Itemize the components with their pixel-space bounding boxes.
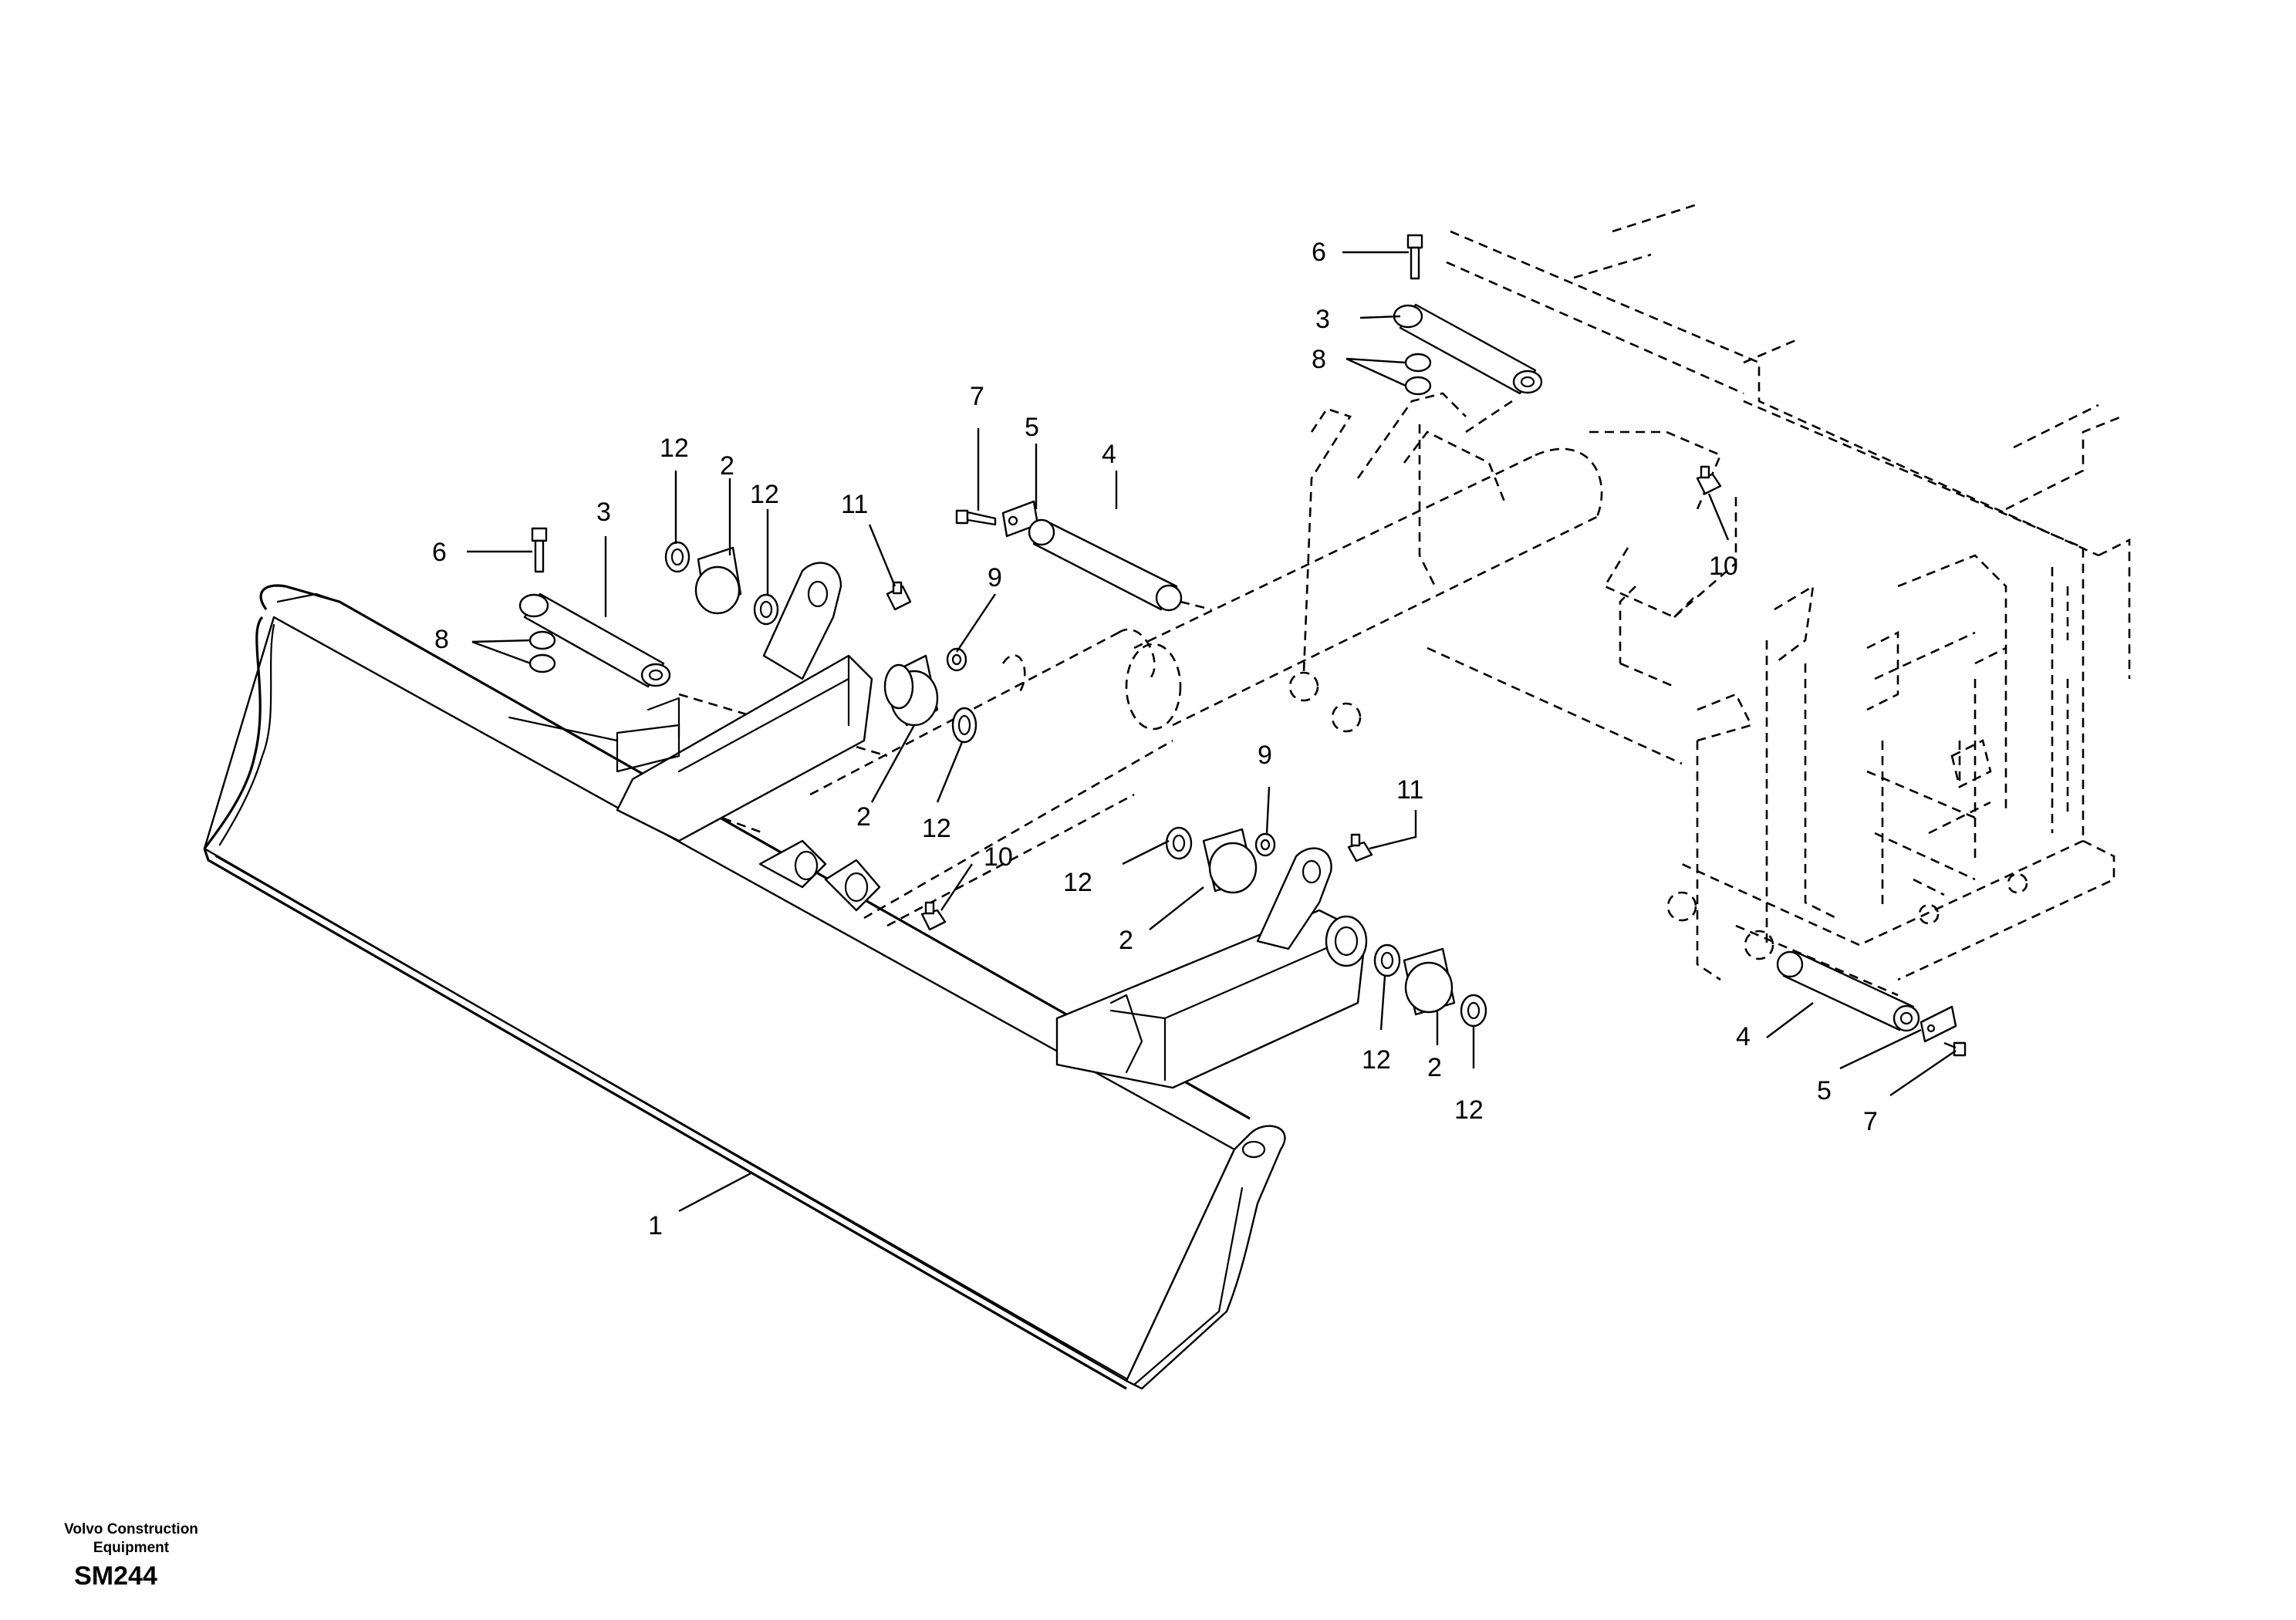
callout-3: 3 <box>596 498 611 527</box>
callout-12: 12 <box>1063 868 1092 897</box>
callout-11: 11 <box>1396 775 1423 805</box>
left-hardware <box>518 500 1212 931</box>
callout-3: 3 <box>1315 305 1330 334</box>
callout-7: 7 <box>970 382 984 411</box>
sheet-code: SM244 <box>74 1561 157 1591</box>
callout-2: 2 <box>720 451 734 481</box>
callout-6: 6 <box>432 538 447 567</box>
right-hardware <box>1165 234 1967 1057</box>
callout-2: 2 <box>1427 1053 1442 1082</box>
callout-12: 12 <box>1362 1045 1391 1075</box>
callout-12: 12 <box>922 814 951 843</box>
callout-12: 12 <box>660 434 689 463</box>
callout-labels: 1 2 2 2 2 3 3 4 4 5 5 6 6 7 7 8 8 9 9 10… <box>432 238 1878 1240</box>
callout-5: 5 <box>1025 413 1039 442</box>
callout-8: 8 <box>434 625 449 654</box>
callout-2: 2 <box>856 802 871 832</box>
callout-5: 5 <box>1817 1076 1832 1105</box>
callout-4: 4 <box>1102 440 1116 469</box>
callout-7: 7 <box>1863 1107 1878 1136</box>
left-push-arm <box>508 562 881 912</box>
callout-9: 9 <box>1258 741 1272 770</box>
right-push-arm <box>1055 847 1368 1089</box>
dozer-blade <box>203 584 1286 1390</box>
leader-lines <box>467 251 1957 1213</box>
callout-1: 1 <box>648 1211 663 1240</box>
callout-10: 10 <box>1709 552 1738 581</box>
callout-10: 10 <box>984 842 1013 872</box>
brand-name-line2: Equipment <box>93 1540 170 1556</box>
callout-9: 9 <box>988 563 1002 592</box>
brand-name-line1: Volvo Construction <box>64 1521 198 1537</box>
callout-11: 11 <box>841 490 868 519</box>
callout-12: 12 <box>1454 1095 1484 1125</box>
callout-6: 6 <box>1312 238 1326 267</box>
callout-8: 8 <box>1312 345 1326 374</box>
callout-12: 12 <box>750 480 779 509</box>
callout-4: 4 <box>1736 1022 1751 1051</box>
machine-frame-dashed <box>1288 203 2131 997</box>
callout-2: 2 <box>1119 926 1133 955</box>
